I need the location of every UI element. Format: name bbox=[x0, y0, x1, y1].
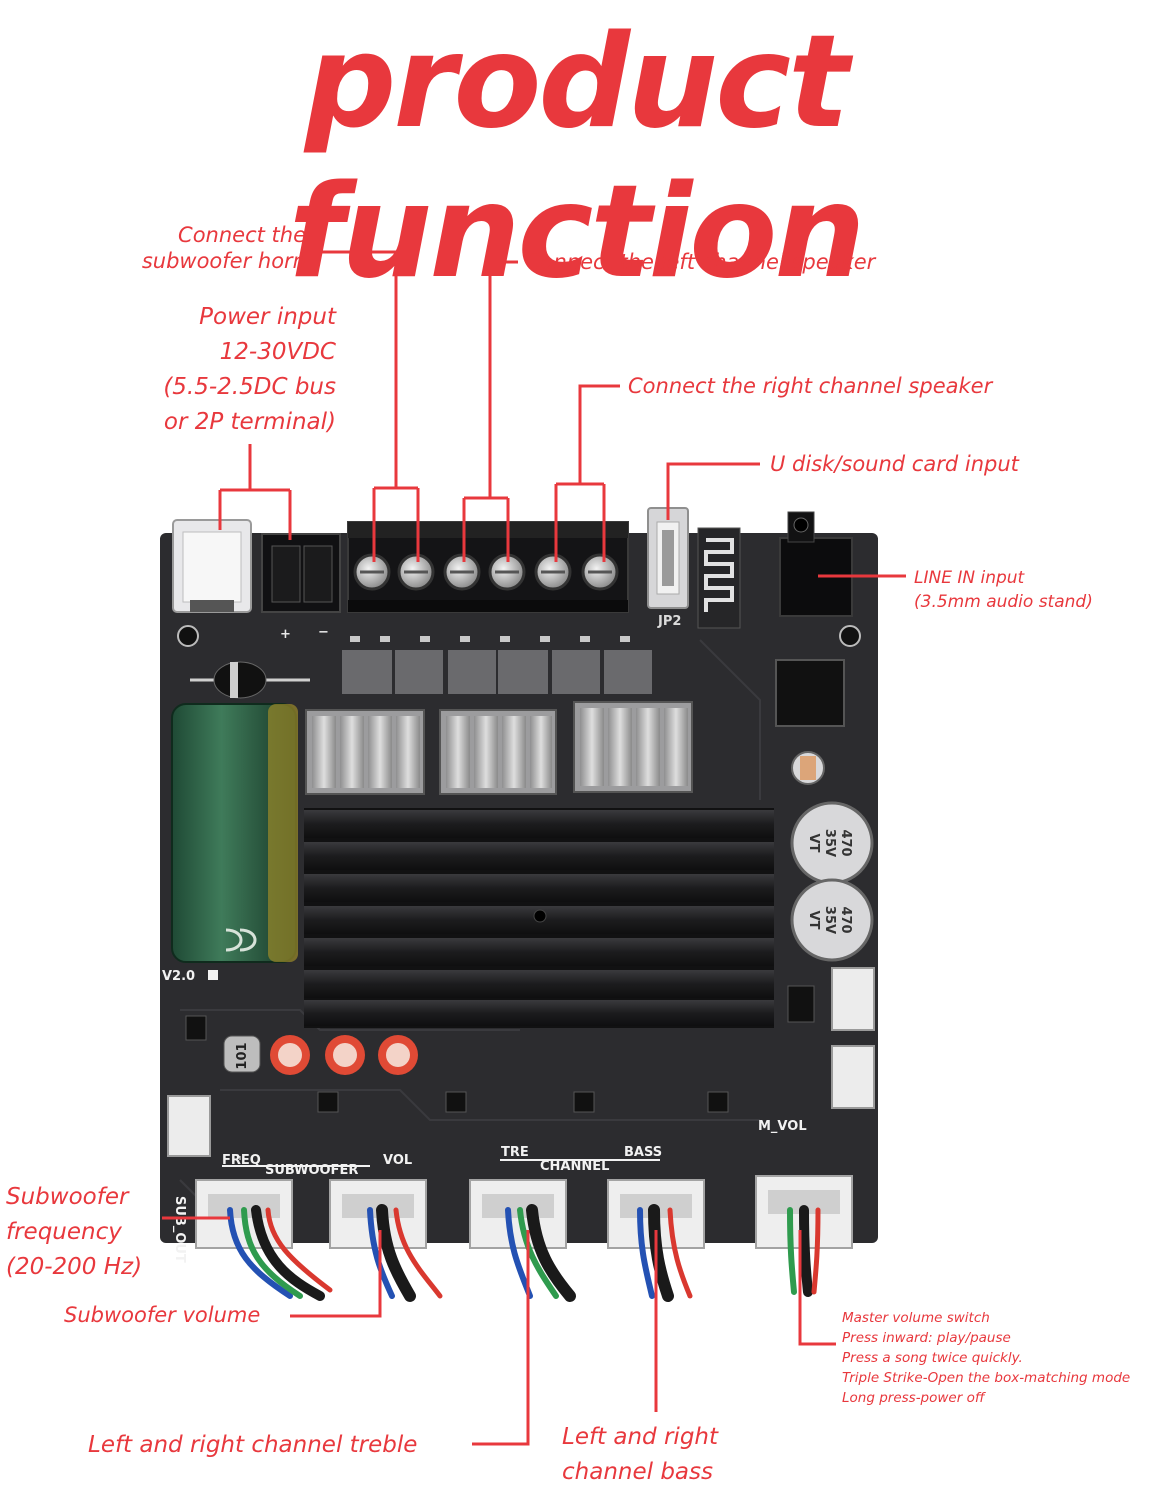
label-subwoofer-frequency: Subwoofer frequency (20-200 Hz) bbox=[6, 1180, 142, 1285]
label-line: (20-200 Hz) bbox=[6, 1254, 143, 1280]
label-power-input: Power input 12-30VDC (5.5-2.5DC bus or 2… bbox=[96, 300, 336, 440]
capacitor-label-3: VT bbox=[806, 834, 821, 853]
screw-terminal-icon[interactable] bbox=[397, 553, 435, 591]
capacitor-icon: 470 35V VT bbox=[790, 801, 874, 885]
screw-terminal-icon[interactable] bbox=[581, 553, 619, 591]
capacitor-label-1: 470 bbox=[838, 906, 853, 933]
silk-bass: BASS bbox=[624, 1145, 662, 1160]
smd-components-row bbox=[342, 636, 652, 694]
label-line: or 2P terminal) bbox=[163, 409, 336, 435]
silk-freq: FREQ bbox=[222, 1153, 261, 1168]
capacitor-icon bbox=[171, 703, 298, 963]
silk-jp2: JP2 bbox=[657, 614, 681, 629]
processor-chip bbox=[775, 659, 845, 727]
capacitor-icon bbox=[325, 1035, 365, 1075]
label-master-volume: Master volume switch Press inward: play/… bbox=[842, 1308, 1130, 1408]
sub-out-connector[interactable] bbox=[167, 1095, 211, 1157]
label-right-speaker: Connect the right channel speaker bbox=[628, 374, 993, 398]
label-line: Connect the bbox=[178, 223, 306, 247]
inductors bbox=[305, 701, 693, 795]
label-line: Power input bbox=[199, 304, 336, 330]
label-line: frequency bbox=[6, 1219, 122, 1245]
label-line: subwoofer horn bbox=[141, 249, 306, 273]
inductor-101: 101 bbox=[223, 1035, 261, 1073]
side-connector[interactable] bbox=[831, 1045, 875, 1109]
label-subwoofer-horn: Connect the subwoofer horn bbox=[110, 222, 306, 274]
usb-port-icon[interactable] bbox=[647, 507, 689, 609]
silk-channel: CHANNEL bbox=[540, 1159, 609, 1174]
audio-jack-icon[interactable] bbox=[779, 511, 853, 617]
power-2p-terminal[interactable] bbox=[261, 533, 341, 613]
side-connector[interactable] bbox=[831, 967, 875, 1031]
screw-terminal-icon[interactable] bbox=[353, 553, 391, 591]
leader-lines bbox=[162, 250, 906, 1446]
potentiometer-knob-icon[interactable] bbox=[469, 1179, 567, 1249]
label-left-speaker: Connect the left channel speaker bbox=[526, 250, 876, 274]
heatsink-icon bbox=[304, 808, 774, 1028]
silk-minus: − bbox=[318, 625, 329, 640]
label-line: (3.5mm audio stand) bbox=[914, 592, 1093, 612]
label-line-in: LINE IN input (3.5mm audio stand) bbox=[914, 566, 1093, 614]
silk-vol: VOL bbox=[383, 1153, 412, 1168]
smd-chips bbox=[185, 985, 815, 1113]
mounting-hole bbox=[177, 625, 199, 647]
wire-bundles bbox=[227, 1204, 821, 1302]
diode bbox=[190, 661, 310, 699]
label-line: Long press-power off bbox=[842, 1390, 985, 1406]
dc-power-jack[interactable] bbox=[172, 519, 252, 613]
silk-m-vol: M_VOL bbox=[758, 1119, 807, 1134]
label-line: 12-30VDC bbox=[219, 339, 336, 365]
inductor-label: 101 bbox=[235, 1042, 250, 1069]
label-bass: Left and right channel bass bbox=[562, 1420, 718, 1490]
label-line: Press a song twice quickly. bbox=[842, 1350, 1023, 1366]
capacitor-icon bbox=[270, 1035, 310, 1075]
label-treble: Left and right channel treble bbox=[88, 1432, 418, 1458]
label-u-disk: U disk/sound card input bbox=[770, 452, 1019, 476]
label-line: Press inward: play/pause bbox=[842, 1330, 1011, 1346]
label-line: channel bass bbox=[562, 1459, 713, 1485]
label-line: Left and right bbox=[562, 1424, 719, 1450]
label-line: Master volume switch bbox=[842, 1310, 990, 1326]
bluetooth-antenna-icon bbox=[697, 527, 741, 629]
capacitor-label-1: 470 bbox=[838, 829, 853, 856]
capacitor-icon bbox=[378, 1035, 418, 1075]
capacitor-label-2: 35V bbox=[822, 829, 837, 857]
screw-terminal-icon[interactable] bbox=[443, 553, 481, 591]
label-line: Subwoofer bbox=[6, 1184, 129, 1210]
capacitor-label-2: 35V bbox=[822, 906, 837, 934]
capacitor-icon: 470 35V VT bbox=[790, 878, 874, 962]
silk-version: V2.0 bbox=[162, 969, 195, 984]
mounting-hole bbox=[839, 625, 861, 647]
speaker-screws bbox=[353, 553, 619, 591]
label-line: LINE IN input bbox=[914, 568, 1025, 588]
capacitor-label-3: VT bbox=[806, 911, 821, 930]
screw-terminal-icon[interactable] bbox=[488, 553, 526, 591]
silk-sub-out: SUB_OUT bbox=[172, 1196, 187, 1263]
page-title: product function bbox=[288, 8, 866, 307]
label-subwoofer-volume: Subwoofer volume bbox=[64, 1303, 261, 1327]
silk-tre: TRE bbox=[501, 1145, 529, 1160]
label-line: Triple Strike-Open the box-matching mode bbox=[842, 1370, 1131, 1386]
label-line: (5.5-2.5DC bus bbox=[163, 374, 336, 400]
silk-plus: + bbox=[280, 627, 291, 642]
screw-terminal-icon[interactable] bbox=[534, 553, 572, 591]
